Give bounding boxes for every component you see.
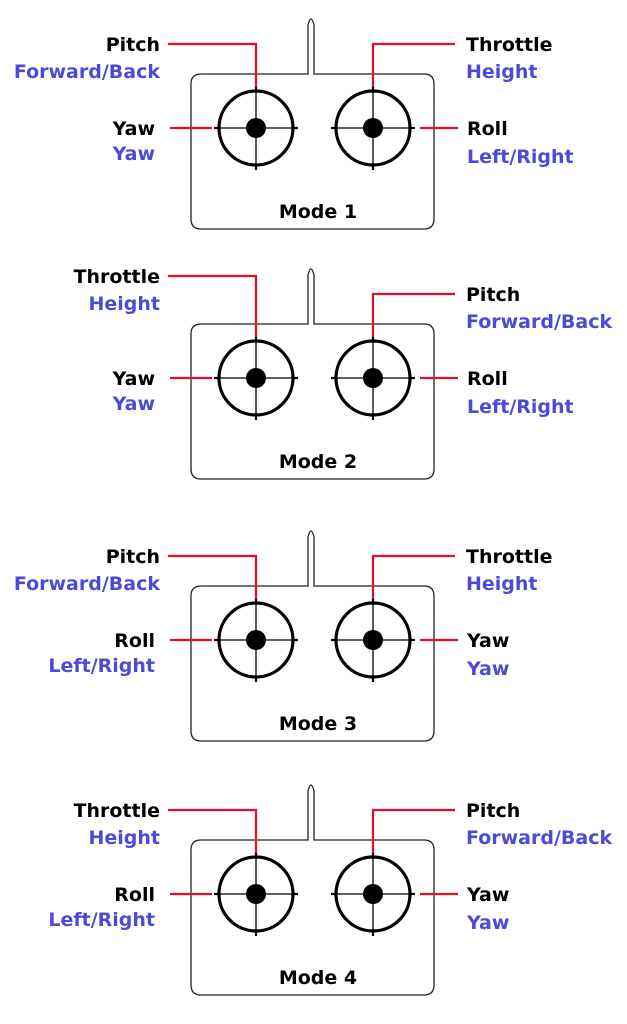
left-vertical-motion-label: Height	[88, 827, 160, 849]
right-horizontal-motion-label: Left/Right	[467, 396, 574, 418]
stick-knob	[246, 368, 266, 388]
right-horizontal-motion-label: Yaw	[466, 658, 509, 680]
transmitter-body	[190, 18, 435, 230]
mode-label: Mode 4	[279, 967, 357, 989]
right-vertical-function-label: Throttle	[466, 546, 552, 568]
mode-label: Mode 2	[279, 451, 357, 473]
left-vertical-function-label: Throttle	[74, 266, 160, 288]
left-horizontal-function-label: Yaw	[112, 368, 155, 390]
right-vertical-motion-label: Height	[466, 573, 538, 595]
right-vertical-motion-label: Height	[466, 61, 538, 83]
transmitter-body	[190, 530, 435, 742]
right-horizontal-motion-label: Left/Right	[467, 146, 574, 168]
left-horizontal-function-label: Roll	[114, 630, 155, 652]
right-stick	[331, 598, 415, 682]
right-vertical-leader	[371, 808, 455, 853]
right-vertical-function-label: Throttle	[466, 34, 552, 56]
left-vertical-function-label: Pitch	[106, 34, 160, 56]
right-vertical-leader	[371, 292, 455, 337]
stick-knob	[246, 884, 266, 904]
left-vertical-leader	[168, 554, 258, 599]
left-vertical-motion-label: Height	[88, 293, 160, 315]
stick-knob	[363, 368, 383, 388]
left-horizontal-motion-label: Left/Right	[48, 655, 155, 677]
left-horizontal-motion-label: Left/Right	[48, 909, 155, 931]
left-vertical-leader	[168, 274, 258, 337]
left-stick	[214, 598, 298, 682]
right-stick	[331, 86, 415, 170]
left-horizontal-motion-label: Yaw	[112, 393, 155, 415]
stick-knob	[363, 630, 383, 650]
left-stick	[214, 852, 298, 936]
left-vertical-motion-label: Forward/Back	[14, 61, 160, 83]
mode-panel-2: ThrottleHeightYawYawPitchForward/BackRol…	[74, 266, 612, 480]
right-vertical-function-label: Pitch	[466, 284, 520, 306]
left-stick	[214, 86, 298, 170]
right-vertical-leader	[371, 42, 455, 87]
right-horizontal-function-label: Yaw	[466, 884, 509, 906]
left-vertical-leader	[168, 42, 258, 87]
left-stick	[214, 336, 298, 420]
stick-knob	[246, 118, 266, 138]
left-vertical-leader	[168, 808, 258, 853]
left-horizontal-function-label: Roll	[114, 884, 155, 906]
right-vertical-motion-label: Forward/Back	[466, 311, 612, 333]
left-horizontal-motion-label: Yaw	[112, 143, 155, 165]
stick-knob	[363, 884, 383, 904]
left-vertical-function-label: Pitch	[106, 546, 160, 568]
right-horizontal-motion-label: Yaw	[466, 912, 509, 934]
mode-label: Mode 3	[279, 713, 357, 735]
stick-knob	[363, 118, 383, 138]
right-vertical-leader	[371, 554, 455, 599]
right-vertical-function-label: Pitch	[466, 800, 520, 822]
stick-knob	[246, 630, 266, 650]
transmitter-body	[190, 268, 435, 480]
right-stick	[331, 852, 415, 936]
left-vertical-motion-label: Forward/Back	[14, 573, 160, 595]
mode-label: Mode 1	[279, 201, 357, 223]
left-vertical-function-label: Throttle	[74, 800, 160, 822]
right-horizontal-function-label: Roll	[467, 118, 508, 140]
right-horizontal-function-label: Roll	[467, 368, 508, 390]
right-horizontal-function-label: Yaw	[466, 630, 509, 652]
right-vertical-motion-label: Forward/Back	[466, 827, 612, 849]
left-horizontal-function-label: Yaw	[112, 118, 155, 140]
right-stick	[331, 336, 415, 420]
mode-panel-1: PitchForward/BackYawYawThrottleHeightRol…	[14, 18, 574, 230]
transmitter-body	[190, 784, 435, 996]
